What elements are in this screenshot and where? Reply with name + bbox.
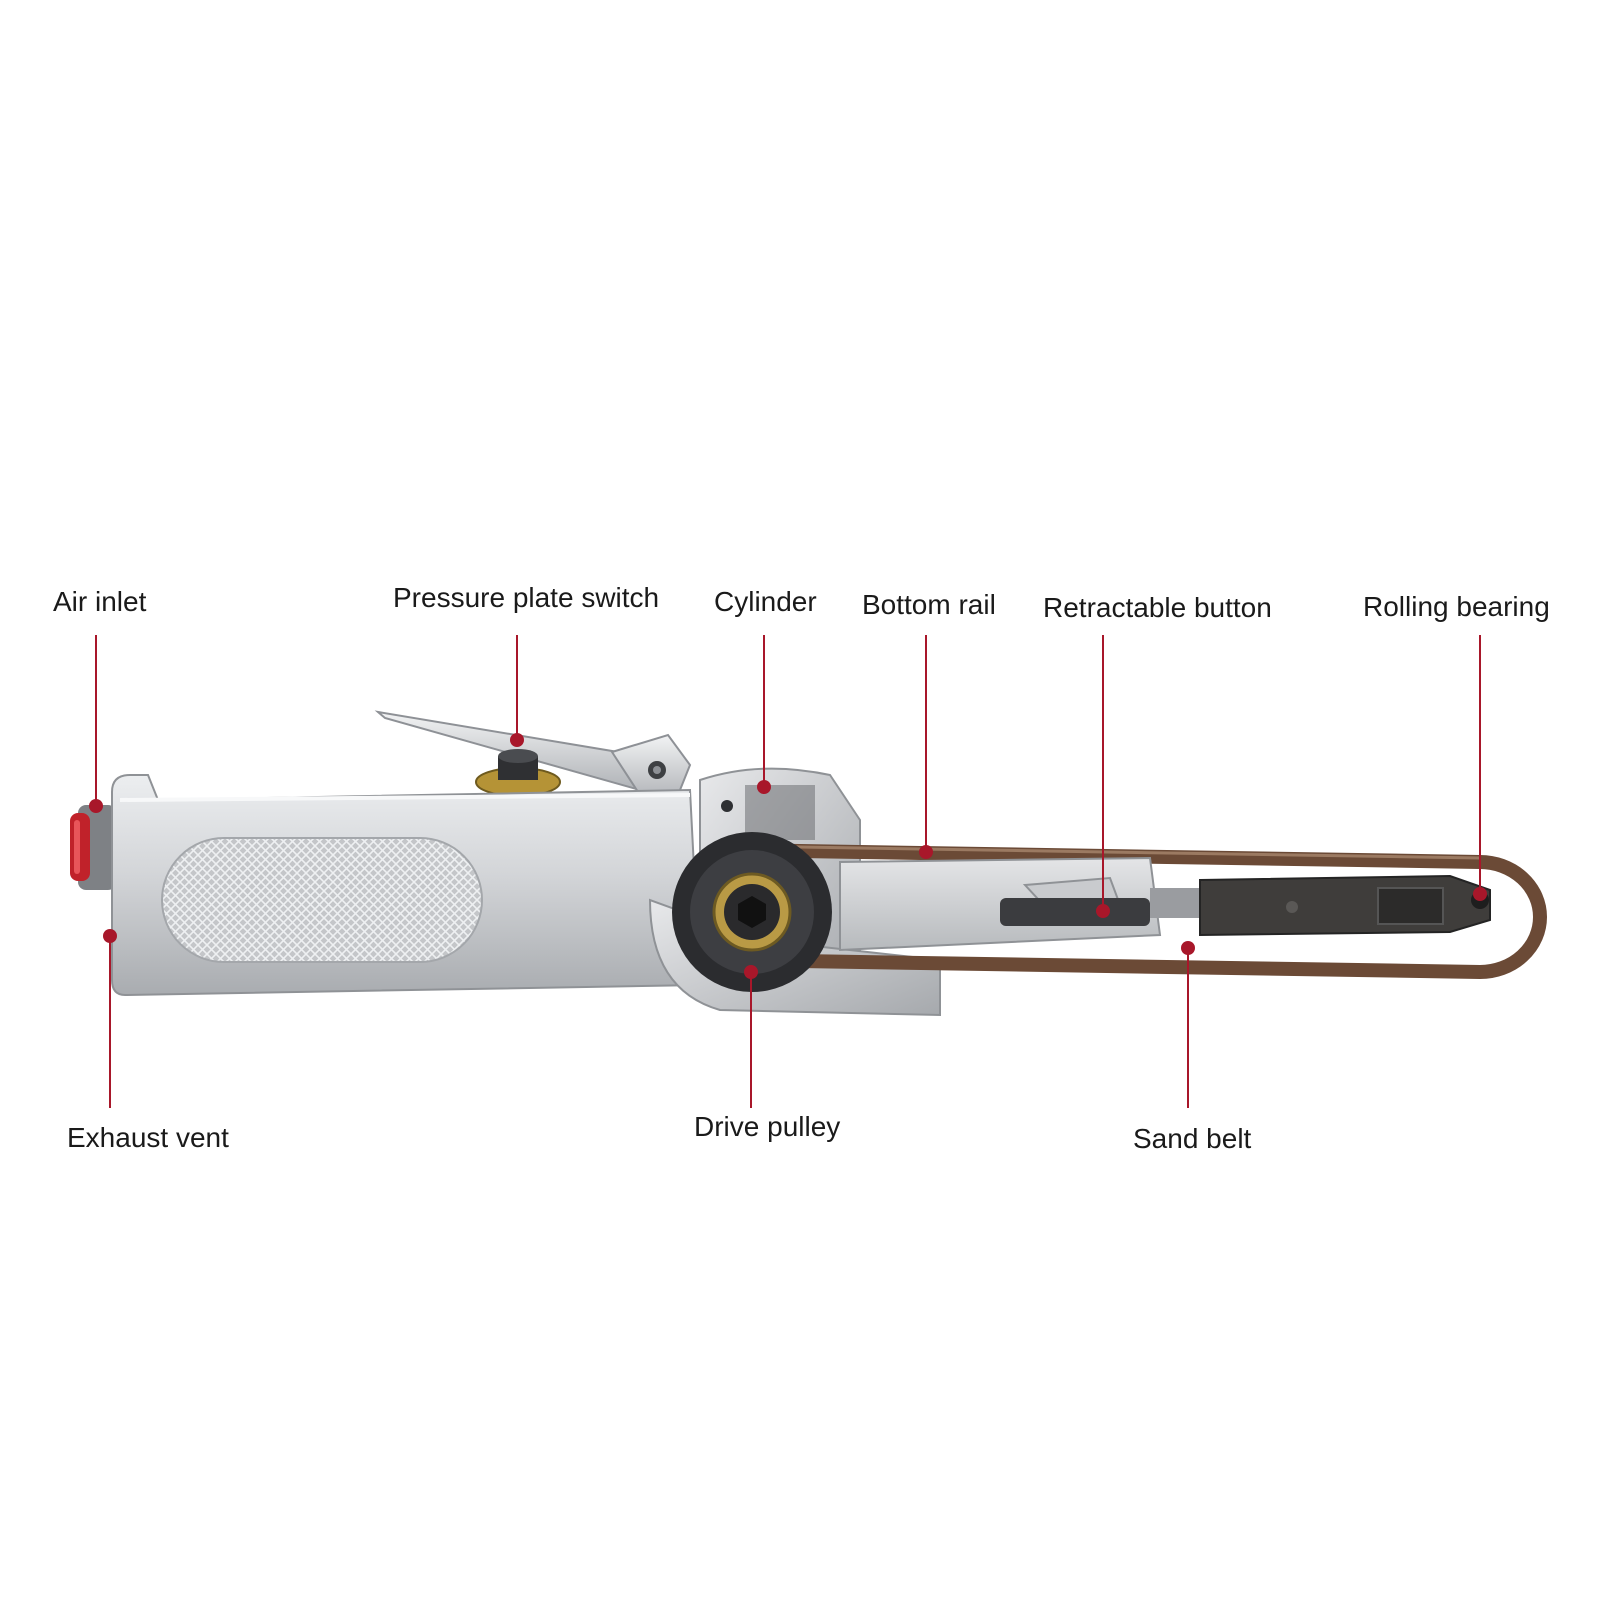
pressure-plate-switch-label: Pressure plate switch xyxy=(393,582,660,613)
belt-sander-illustration xyxy=(70,710,1547,1017)
drive-pulley-callout-dot xyxy=(744,965,758,979)
sand-belt-callout-dot xyxy=(1181,941,1195,955)
sand-belt-label: Sand belt xyxy=(1133,1123,1252,1154)
exhaust-vent-label: Exhaust vent xyxy=(67,1122,229,1153)
rolling-bearing-label: Rolling bearing xyxy=(1363,591,1550,622)
air-inlet-callout-dot xyxy=(89,799,103,813)
air-inlet-fitting xyxy=(70,805,116,890)
pressure-plate-switch-callout-dot xyxy=(510,733,524,747)
retractable-button-callout-dot xyxy=(1096,904,1110,918)
bottom-rail-label: Bottom rail xyxy=(862,589,996,620)
cylinder-label: Cylinder xyxy=(714,586,817,617)
belt-arm xyxy=(839,856,1491,952)
retractable-button-label: Retractable button xyxy=(1043,592,1272,623)
drive-pulley-label: Drive pulley xyxy=(694,1111,841,1142)
bottom-rail-callout-dot xyxy=(919,845,933,859)
drive-pulley xyxy=(672,832,832,992)
exhaust-vent-callout-dot xyxy=(103,929,117,943)
callout-lines xyxy=(89,635,1487,1108)
cylinder-callout-dot xyxy=(757,780,771,794)
handle-body xyxy=(111,774,702,997)
rolling-bearing-callout-dot xyxy=(1473,887,1487,901)
air-inlet-label: Air inlet xyxy=(53,586,147,617)
sanding-belt xyxy=(728,843,1547,979)
